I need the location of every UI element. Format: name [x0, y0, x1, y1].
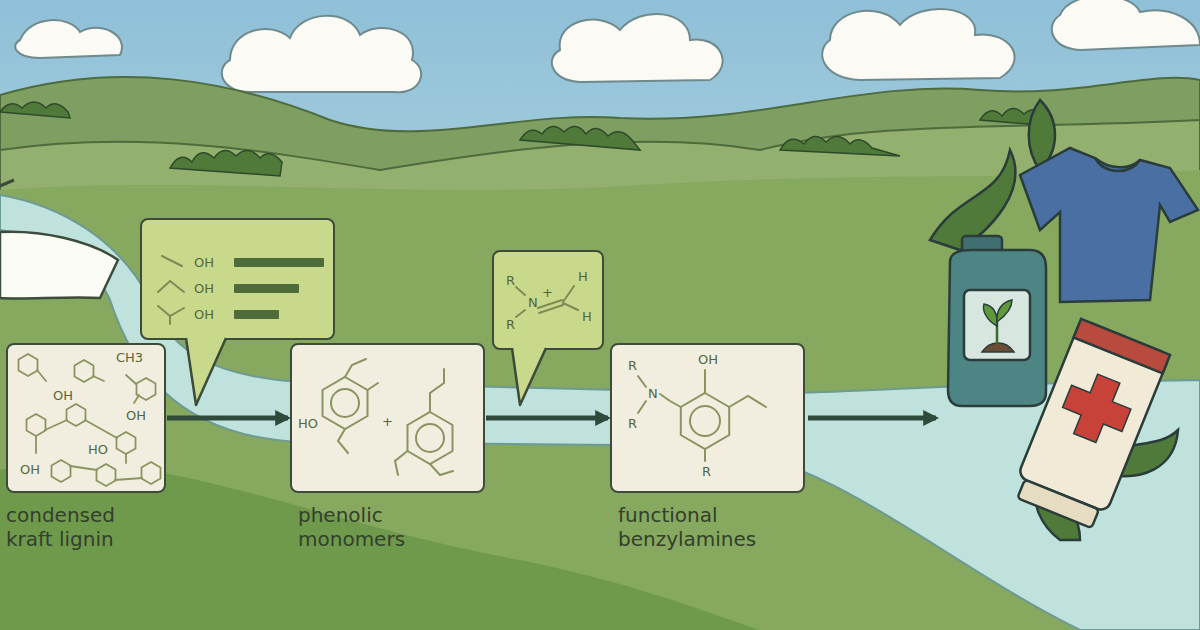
paper-sheet	[0, 232, 118, 299]
callout-bubble: RN + H R H	[492, 250, 604, 350]
atom-label: OH	[698, 353, 718, 368]
atom-label: OH	[20, 463, 40, 478]
atom-label: N	[528, 296, 538, 311]
atom-label: HO	[88, 443, 108, 458]
river	[0, 195, 1200, 630]
source-box: condensed kraft ligninOHHOOHOHCH3	[6, 343, 166, 493]
flow-arrow	[486, 416, 608, 421]
atom-label: CH3	[116, 351, 143, 366]
atom-label: R	[702, 465, 711, 480]
lignin-structure	[19, 354, 161, 486]
atom-label: HO	[298, 417, 318, 432]
atom-label: H	[578, 270, 588, 285]
atom-label: OH	[194, 308, 214, 323]
phenolic-structures	[323, 359, 454, 475]
product-arrow	[808, 416, 936, 421]
process-box: phenolic monomersHO+	[290, 343, 485, 493]
node-label: condensed kraft lignin	[6, 503, 136, 551]
atom-label: R	[628, 359, 637, 374]
atom-label: R	[628, 417, 637, 432]
atom-label: OH	[194, 282, 214, 297]
node-label: phenolic monomers	[298, 503, 448, 551]
atom-label: N	[648, 387, 658, 402]
atom-label: +	[382, 415, 393, 430]
product-illustrations	[930, 100, 1198, 540]
atom-label: +	[542, 286, 553, 301]
bubble-tails	[186, 337, 546, 406]
atom-label: OH	[53, 389, 73, 404]
tree-line	[0, 102, 1050, 176]
amine-bonds	[516, 286, 578, 317]
pencil-line	[0, 180, 14, 186]
clouds	[15, 0, 1200, 92]
benzylamine-structure	[638, 370, 766, 461]
atom-label: OH	[194, 256, 214, 271]
product-box: functional benzylaminesRNROHR	[610, 343, 805, 493]
yield-bars	[234, 258, 324, 319]
atom-label: OH	[126, 409, 146, 424]
node-label: functional benzylamines	[618, 503, 808, 551]
atom-label: H	[582, 310, 592, 325]
oh-chains	[158, 256, 184, 324]
meadow	[0, 170, 1200, 630]
atom-label: R	[506, 274, 515, 289]
flow-arrow	[167, 416, 288, 421]
callout-bubble: OH OH OH	[140, 218, 335, 340]
atom-label: R	[506, 318, 515, 333]
